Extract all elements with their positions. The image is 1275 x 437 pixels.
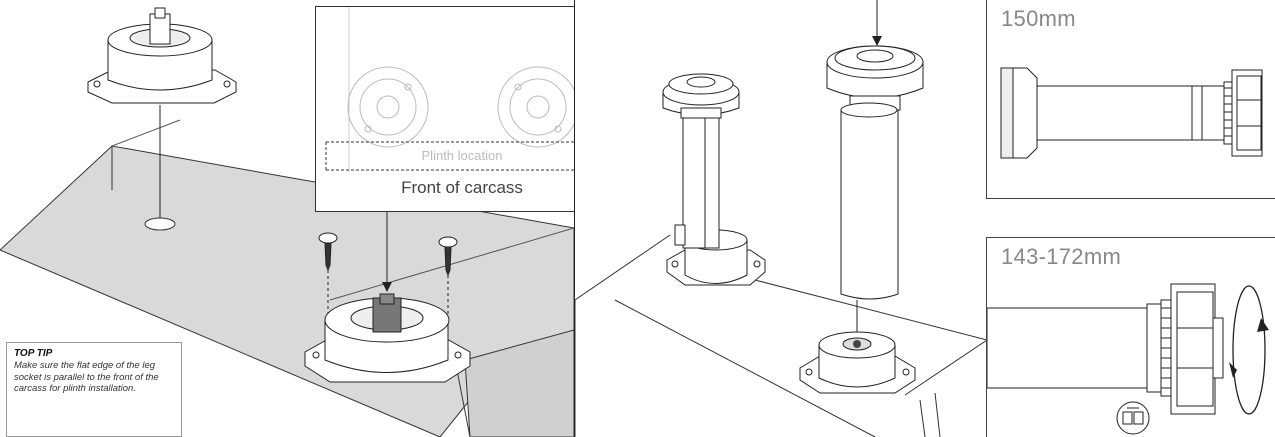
rotate-arrow-icon — [1229, 285, 1269, 415]
screw-icon — [438, 236, 458, 352]
leg-socket-icon — [799, 331, 916, 394]
leg-dimensions-panel: 150mm 143-172mm — [986, 0, 1275, 437]
leg-socket-icon — [304, 293, 471, 383]
front-of-carcass-label: Front of carcass — [401, 178, 523, 197]
adjustable-leg-range-label: 143-172mm — [1001, 244, 1122, 269]
leg-icon — [662, 73, 766, 286]
adjust-tool-icon — [1116, 401, 1150, 435]
leg-icon — [826, 45, 924, 335]
top-tip-title: TOP TIP — [14, 348, 53, 359]
top-tip-text: Make sure the flat edge of the leg socke… — [14, 360, 159, 394]
socket-orientation-inset: Plinth location Front of carcass — [315, 6, 574, 212]
leg-insertion-illustration — [575, 0, 987, 437]
step-socket-fitting-panel: Plinth location Front of carcass TOP TIP… — [0, 0, 574, 437]
step-leg-insertion-panel — [574, 0, 987, 437]
plinth-location-label: Plinth location — [421, 148, 503, 163]
socket-fitting-illustration — [0, 7, 574, 437]
inset-illustration — [325, 7, 574, 172]
top-tip-box: TOP TIP Make sure the flat edge of the l… — [6, 342, 182, 437]
adjustable-leg-dimension-box: 143-172mm — [986, 237, 1275, 437]
fixed-leg-height-label: 150mm — [1001, 6, 1076, 31]
leg-socket-icon — [87, 7, 237, 104]
fixed-leg-dimension-box: 150mm — [986, 0, 1275, 199]
